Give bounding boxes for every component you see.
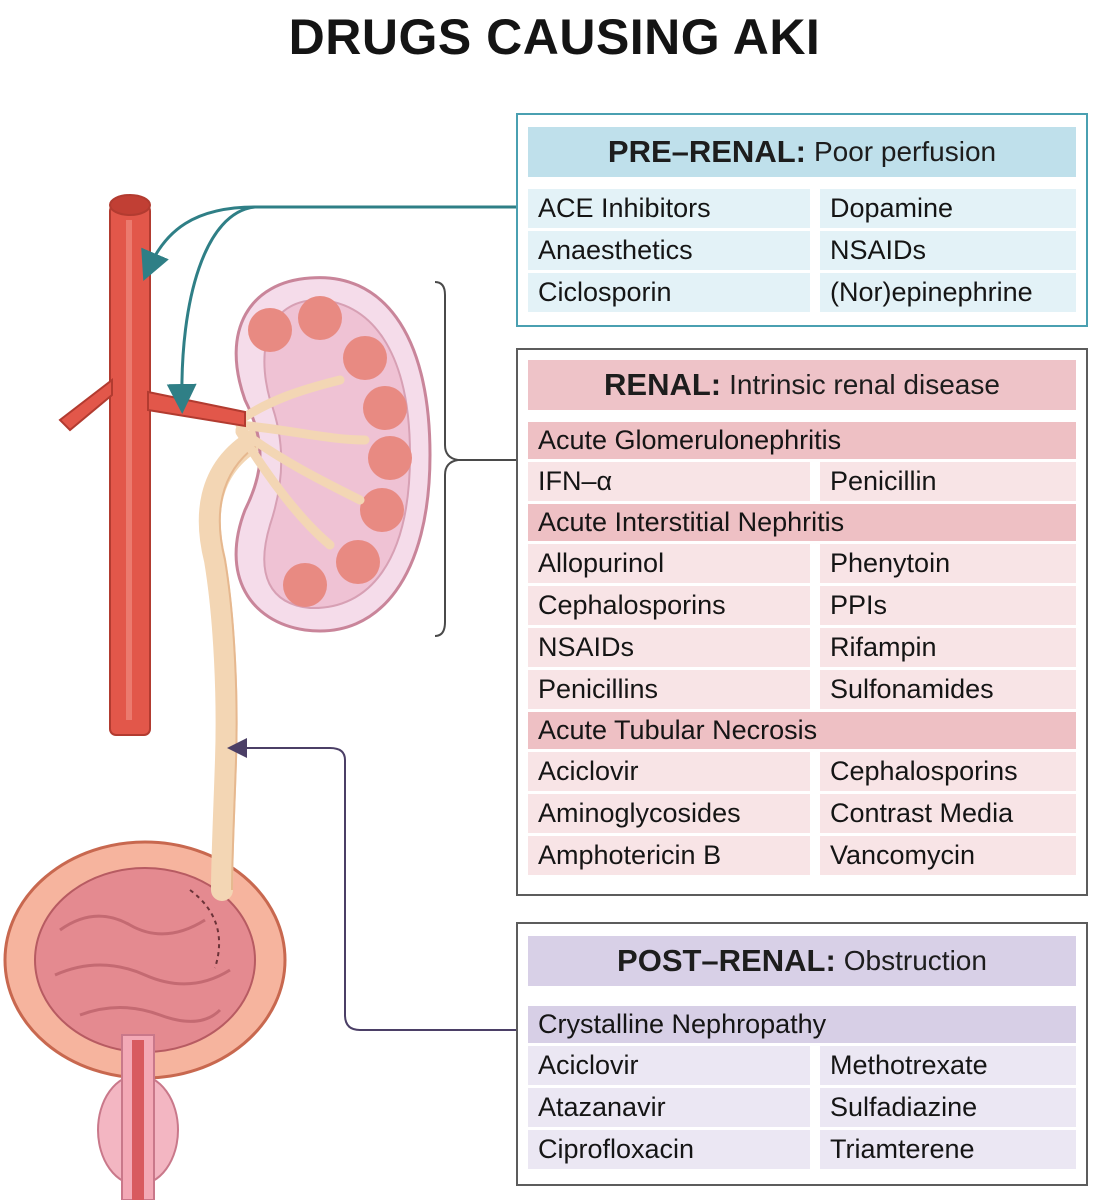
drug-name: Allopurinol	[528, 544, 810, 583]
anatomy-illustration	[3, 194, 516, 1200]
drug-name: Methotrexate	[820, 1046, 1076, 1085]
drug-name: Penicillin	[820, 462, 1076, 501]
postrenal-connector	[227, 738, 516, 1031]
drug-row: Cephalosporins PPIs	[528, 586, 1076, 625]
drug-name: Sulfonamides	[820, 670, 1076, 709]
renal-label: RENAL:	[604, 367, 722, 402]
kidney-icon	[234, 276, 432, 633]
drug-row: Ciclosporin (Nor)epinephrine	[528, 273, 1076, 312]
drug-name: Rifampin	[820, 628, 1076, 667]
postrenal-header: POST–RENAL: Obstruction	[528, 936, 1076, 986]
drug-name: Anaesthetics	[528, 231, 810, 270]
renal-bracket	[434, 281, 459, 637]
drug-name: Contrast Media	[820, 794, 1076, 833]
drug-name: Amphotericin B	[528, 836, 810, 875]
drug-name: Ciclosporin	[528, 273, 810, 312]
drug-row: NSAIDs Rifampin	[528, 628, 1076, 667]
renal-header: RENAL: Intrinsic renal disease	[528, 360, 1076, 410]
drug-row: Aciclovir Methotrexate	[528, 1046, 1076, 1085]
drug-name: (Nor)epinephrine	[820, 273, 1076, 312]
renal-sublabel: Intrinsic renal disease	[729, 369, 1000, 400]
drug-name: Cephalosporins	[820, 752, 1076, 791]
group-heading: Acute Glomerulonephritis	[528, 422, 1076, 459]
drug-name: Sulfadiazine	[820, 1088, 1076, 1127]
drug-name: NSAIDs	[820, 231, 1076, 270]
drug-row: Aciclovir Cephalosporins	[528, 752, 1076, 791]
drug-name: Vancomycin	[820, 836, 1076, 875]
group-heading: Acute Interstitial Nephritis	[528, 504, 1076, 541]
drug-row: Penicillins Sulfonamides	[528, 670, 1076, 709]
postrenal-panel: POST–RENAL: Obstruction Crystalline Neph…	[516, 922, 1088, 1186]
prerenal-header: PRE–RENAL: Poor perfusion	[528, 127, 1076, 177]
group-heading: Acute Tubular Necrosis	[528, 712, 1076, 749]
drug-name: Penicillins	[528, 670, 810, 709]
drug-name: ACE Inhibitors	[528, 189, 810, 228]
postrenal-sublabel: Obstruction	[843, 945, 987, 976]
group-heading: Crystalline Nephropathy	[528, 1006, 1076, 1043]
drug-name: Ciprofloxacin	[528, 1130, 810, 1169]
prerenal-label: PRE–RENAL:	[607, 134, 806, 169]
postrenal-label: POST–RENAL:	[617, 943, 836, 978]
drug-row: Ciprofloxacin Triamterene	[528, 1130, 1076, 1169]
drug-row: ACE Inhibitors Dopamine	[528, 189, 1076, 228]
renal-panel: RENAL: Intrinsic renal disease Acute Glo…	[516, 348, 1088, 896]
drug-row: Allopurinol Phenytoin	[528, 544, 1076, 583]
prerenal-panel: PRE–RENAL: Poor perfusion ACE Inhibitors…	[516, 113, 1088, 327]
drug-name: Aciclovir	[528, 1046, 810, 1085]
drug-row: Anaesthetics NSAIDs	[528, 231, 1076, 270]
drug-name: Aminoglycosides	[528, 794, 810, 833]
drug-name: Phenytoin	[820, 544, 1076, 583]
page-title: DRUGS CAUSING AKI	[288, 9, 821, 65]
ureter-icon	[198, 429, 266, 901]
drug-name: Atazanavir	[528, 1088, 810, 1127]
drug-name: IFN–α	[528, 462, 810, 501]
bladder-icon	[3, 840, 287, 1200]
prerenal-sublabel: Poor perfusion	[813, 136, 997, 167]
drug-name: Dopamine	[820, 189, 1076, 228]
drug-name: Aciclovir	[528, 752, 810, 791]
drug-row: IFN–α Penicillin	[528, 462, 1076, 501]
drug-name: NSAIDs	[528, 628, 810, 667]
artery-icon	[58, 194, 246, 736]
drug-name: Triamterene	[820, 1130, 1076, 1169]
drug-name: PPIs	[820, 586, 1076, 625]
drug-row: Aminoglycosides Contrast Media	[528, 794, 1076, 833]
drug-row: Atazanavir Sulfadiazine	[528, 1088, 1076, 1127]
drug-row: Amphotericin B Vancomycin	[528, 836, 1076, 875]
drug-name: Cephalosporins	[528, 586, 810, 625]
